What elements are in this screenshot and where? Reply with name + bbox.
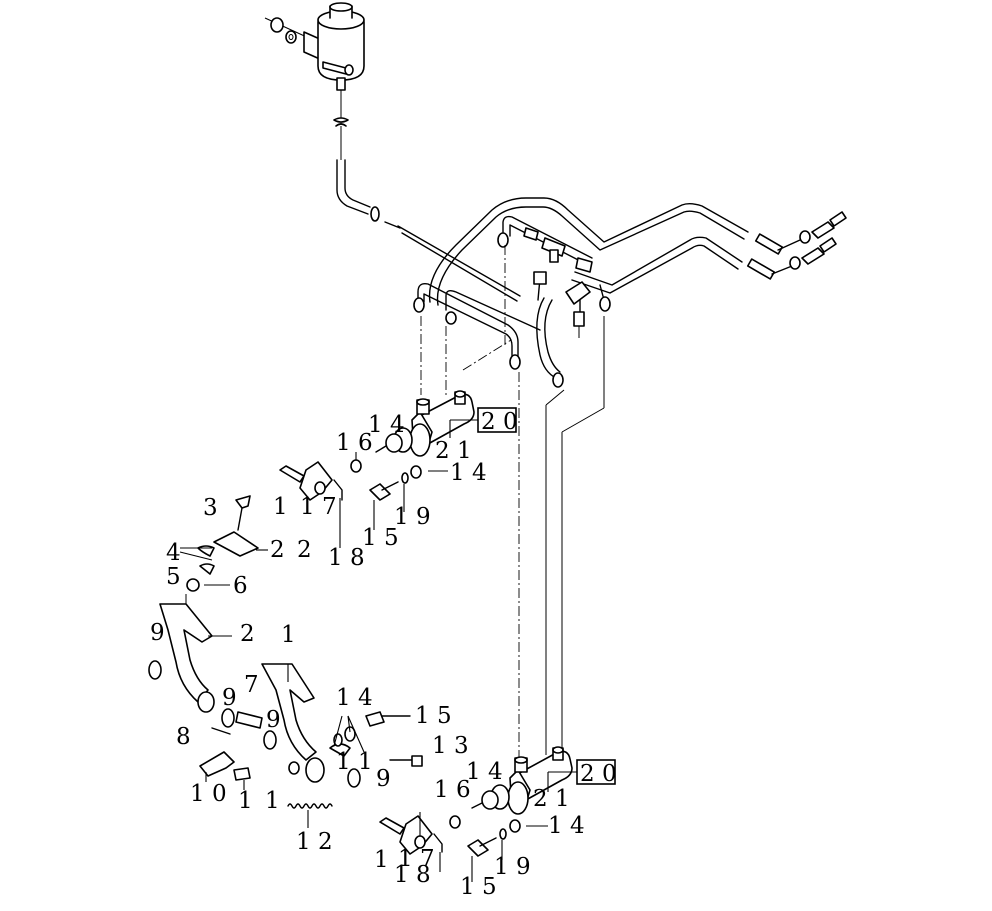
callout-6: 6 bbox=[233, 573, 248, 599]
callout-11-pedal: 1 1 bbox=[336, 749, 373, 775]
callout-12: 1 2 bbox=[296, 829, 333, 855]
callout-14-pedal: 1 4 bbox=[336, 685, 373, 711]
callout-labels: 1 6 1 4 2 1 1 1 7 1 4 1 8 1 5 1 9 3 4 2 … bbox=[150, 412, 585, 900]
callout-2-a: 2 bbox=[270, 537, 285, 563]
callout-4: 4 bbox=[166, 540, 181, 566]
callout-16-lower: 1 6 bbox=[434, 777, 471, 803]
fluid-hose bbox=[336, 159, 521, 302]
lower-fasteners bbox=[379, 812, 548, 882]
callout-15-pedal: 1 5 bbox=[415, 703, 452, 729]
callout-9-c: 9 bbox=[266, 707, 281, 733]
callout-21-lower: 2 1 bbox=[533, 786, 570, 812]
callout-9-a: 9 bbox=[150, 620, 165, 646]
callout-8: 8 bbox=[176, 724, 191, 750]
callout-18-upper: 1 8 bbox=[328, 545, 365, 571]
callout-21-upper: 2 1 bbox=[435, 438, 472, 464]
callout-1-bracket: 1 bbox=[238, 788, 253, 814]
callout-19-lower: 1 9 bbox=[494, 854, 531, 880]
callout-13: 1 3 bbox=[432, 733, 469, 759]
callout-5: 5 bbox=[166, 564, 181, 590]
callout-17-upper: 1 7 bbox=[300, 494, 337, 520]
callout-17-lower: 1 7 bbox=[398, 846, 435, 872]
upper-pedal-hardware bbox=[179, 495, 268, 592]
pedal-brackets bbox=[199, 751, 251, 790]
right-pedal bbox=[261, 663, 423, 788]
box-20-upper: 2 0 bbox=[477, 407, 518, 435]
callout-15-lower: 1 5 bbox=[460, 874, 497, 900]
return-spring bbox=[287, 803, 333, 828]
upper-fasteners bbox=[279, 459, 448, 548]
callout-1-spring: 1 bbox=[265, 788, 280, 814]
callout-15-upper: 1 5 bbox=[362, 525, 399, 551]
callout-18-lower: 1 8 bbox=[394, 862, 431, 888]
callout-14-lower-b: 1 4 bbox=[548, 813, 585, 839]
upper-master-cylinder bbox=[375, 390, 478, 457]
callout-19-upper: 1 9 bbox=[394, 504, 431, 530]
callout-20-upper: 2 0 bbox=[481, 409, 518, 435]
brake-pipe-network bbox=[413, 197, 847, 388]
callout-20-lower: 2 0 bbox=[580, 761, 617, 787]
callout-2-c: 2 bbox=[240, 621, 255, 647]
assembly-guide-lines bbox=[420, 245, 605, 758]
left-pedal bbox=[148, 594, 263, 735]
callout-10: 1 0 bbox=[190, 781, 227, 807]
callout-9-b: 9 bbox=[222, 685, 237, 711]
callout-7: 7 bbox=[244, 672, 259, 698]
box-20-lower: 2 0 bbox=[576, 759, 617, 787]
lower-master-cylinder bbox=[471, 746, 577, 815]
callout-1-upper: 1 bbox=[273, 494, 288, 520]
fluid-reservoir bbox=[264, 2, 365, 160]
callout-1-lower: 1 bbox=[374, 847, 389, 873]
callout-14-upper-b: 1 4 bbox=[450, 460, 487, 486]
callout-14-lower-a: 1 4 bbox=[466, 759, 503, 785]
callout-2-b: 2 bbox=[297, 537, 312, 563]
callout-14-upper-a: 1 4 bbox=[368, 412, 405, 438]
callout-16-upper: 1 6 bbox=[336, 430, 373, 456]
callout-1-pedal: 1 bbox=[281, 622, 296, 648]
callout-3: 3 bbox=[203, 495, 218, 521]
callout-9-d: 9 bbox=[376, 766, 391, 792]
